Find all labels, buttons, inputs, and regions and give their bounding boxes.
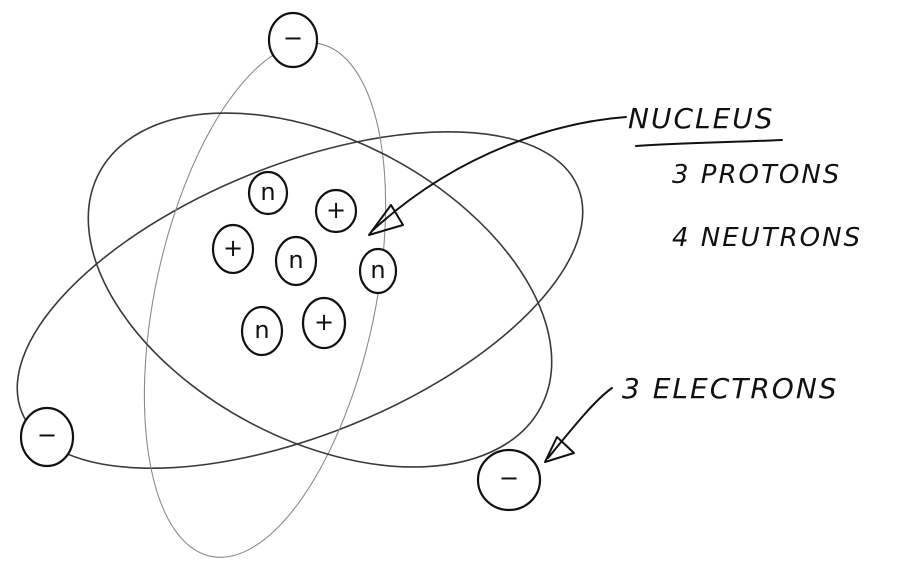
protons-count-label: 3 PROTONS [672,160,841,190]
neutron-2: n [274,235,318,287]
proton-3: + [301,296,347,350]
svg-text:−: − [37,421,57,449]
neutrons-count-label: 4 NEUTRONS [672,223,862,253]
electrons-arrow [547,387,613,459]
svg-text:n: n [260,178,275,206]
orbits [16,42,584,558]
svg-text:+: + [223,234,243,262]
nucleus-arrow [371,116,627,232]
electron-left: − [19,406,75,468]
electrons-arrowhead [544,436,575,463]
orbit-diagonal [87,112,553,468]
electrons-count-label: 3 ELECTRONS [622,372,839,405]
neutron-4: n [240,305,284,357]
proton-1: + [314,188,358,234]
orbit-wide [16,130,584,470]
svg-text:n: n [288,246,303,274]
neutron-3: n [358,247,398,295]
electrons: − − − [19,11,542,512]
svg-text:n: n [370,256,385,284]
svg-text:n: n [254,316,269,344]
svg-text:+: + [314,308,334,336]
nucleus-title-underline [635,139,783,147]
nucleus-callout: NUCLEUS 3 PROTONS 4 NEUTRONS [368,102,862,253]
electrons-callout: 3 ELECTRONS [544,372,839,463]
svg-text:−: − [499,464,519,492]
svg-text:−: − [283,24,303,52]
svg-text:+: + [326,196,346,224]
electron-top: − [267,11,319,69]
nucleus-title: NUCLEUS [628,102,775,135]
electron-right: − [476,448,542,512]
orbit-vertical [143,42,387,558]
nucleus: n + + n n n + [211,170,398,357]
proton-2: + [211,223,255,275]
nucleus-arrowhead [368,204,404,236]
neutron-1: n [247,170,289,216]
